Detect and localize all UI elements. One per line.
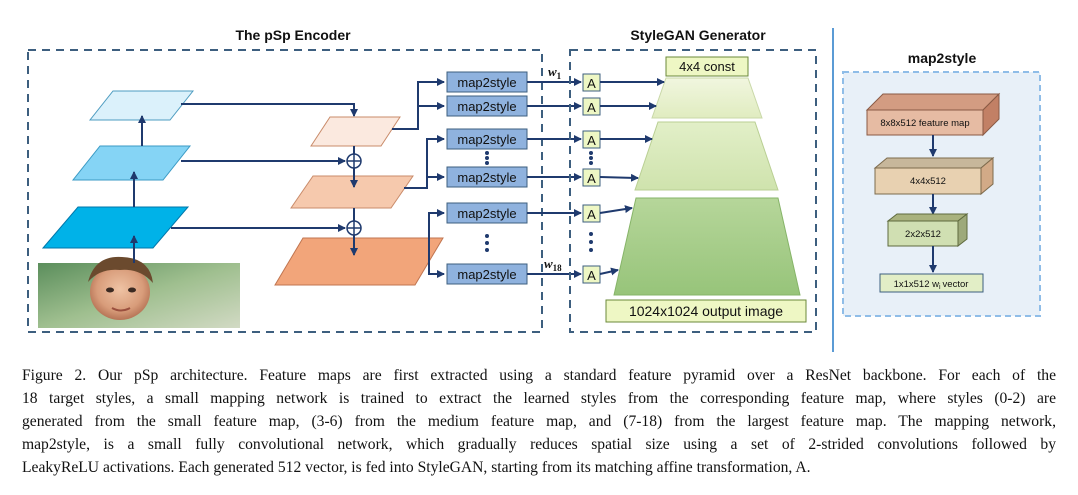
map2style-layer-3: 2x2x512 — [886, 212, 969, 248]
map2style-block-2: map2style — [446, 95, 528, 117]
generator-title: StyleGAN Generator — [630, 27, 766, 43]
generator-block-small — [651, 77, 763, 119]
map2style-block-3: map2style — [446, 128, 528, 150]
map2style-layer-1: 8x8x512 feature map — [865, 92, 1001, 137]
figure-caption: Figure 2. Our pSp architecture. Feature … — [22, 364, 1056, 479]
caption-line-3: generated from the small feature map, (3… — [22, 413, 1056, 430]
affine-ellipsis-1 — [589, 151, 593, 165]
affine-arrow-6 — [599, 267, 619, 276]
affine-box-3: A — [582, 130, 601, 149]
conn-large-to-map5 — [428, 209, 445, 262]
input-face-image — [38, 256, 240, 328]
map2style-block-3-label: map2style — [457, 132, 516, 147]
affine-ellipsis-2 — [589, 232, 593, 252]
map2style-block-6: map2style — [446, 263, 528, 285]
map2style-layer-2: 4x4x512 — [873, 156, 995, 196]
affine-box-4: A — [582, 168, 601, 187]
backbone-map-small — [88, 90, 195, 121]
map2style-block-4: map2style — [446, 166, 528, 188]
caption-line-2: 18 target styles, a small mapping networ… — [22, 390, 1056, 407]
output-image-box — [605, 299, 807, 323]
map2style-layer-2-label: 4x4x512 — [910, 176, 946, 187]
caption-line-4: map2style, is a small fully convolutiona… — [22, 436, 1056, 453]
w18-label: w18 — [544, 256, 562, 273]
affine-box-1: A — [582, 73, 601, 92]
generator-block-large — [613, 197, 801, 296]
map2style-panel-title: map2style — [908, 50, 977, 66]
svg-text:A: A — [587, 268, 596, 283]
backbone-map-medium — [71, 145, 192, 181]
svg-text:A: A — [587, 100, 596, 115]
affine-arrow-5 — [599, 205, 633, 214]
encoder-title: The pSp Encoder — [235, 27, 351, 43]
add-node-2 — [346, 220, 362, 236]
map2style-block-1: map2style — [446, 71, 528, 93]
svg-text:A: A — [587, 171, 596, 186]
caption-line-5: LeakyReLU activations. Each generated 51… — [22, 459, 811, 476]
pyramid-map-large — [274, 237, 444, 286]
map2style-block-6-label: map2style — [457, 267, 516, 282]
const-box — [665, 56, 749, 77]
affine-arrow-4 — [599, 173, 639, 182]
map2style-block-4-label: map2style — [457, 170, 516, 185]
w1-label: w1 — [548, 64, 562, 81]
map2style-block-5-label: map2style — [457, 206, 516, 221]
affine-box-2: A — [582, 97, 601, 116]
map2style-layer-3-label: 2x2x512 — [905, 229, 941, 240]
map2style-block-2-label: map2style — [457, 99, 516, 114]
conn-medium-to-map3 — [404, 135, 445, 189]
generator-dashed-border — [569, 49, 817, 333]
svg-text:A: A — [587, 207, 596, 222]
generator-block-medium — [634, 121, 779, 191]
conn-large-to-map6 — [428, 262, 445, 278]
caption-line-1: Figure 2. Our pSp architecture. Feature … — [22, 367, 1056, 384]
pyramid-map-small — [310, 116, 401, 147]
pSp-architecture-diagram: The pSp Encoder — [27, 27, 1041, 352]
map2style-block-1-label: map2style — [457, 75, 516, 90]
const-label: 4x4 const — [679, 59, 735, 74]
map2style-ellipsis-1 — [485, 151, 489, 165]
pyramid-map-medium — [290, 175, 414, 209]
map2style-block-5: map2style — [446, 202, 528, 224]
map2style-layer-1-label: 8x8x512 feature map — [880, 118, 969, 129]
affine-box-6: A — [582, 265, 601, 284]
map2style-ellipsis-2 — [485, 234, 489, 252]
backbone-map-large — [41, 206, 190, 249]
lateral-small-path — [181, 103, 358, 117]
svg-text:A: A — [587, 133, 596, 148]
affine-box-5: A — [582, 204, 601, 223]
output-image-label: 1024x1024 output image — [629, 303, 783, 319]
svg-text:A: A — [587, 76, 596, 91]
encoder-dashed-border — [27, 49, 543, 333]
add-node-1 — [346, 153, 362, 169]
